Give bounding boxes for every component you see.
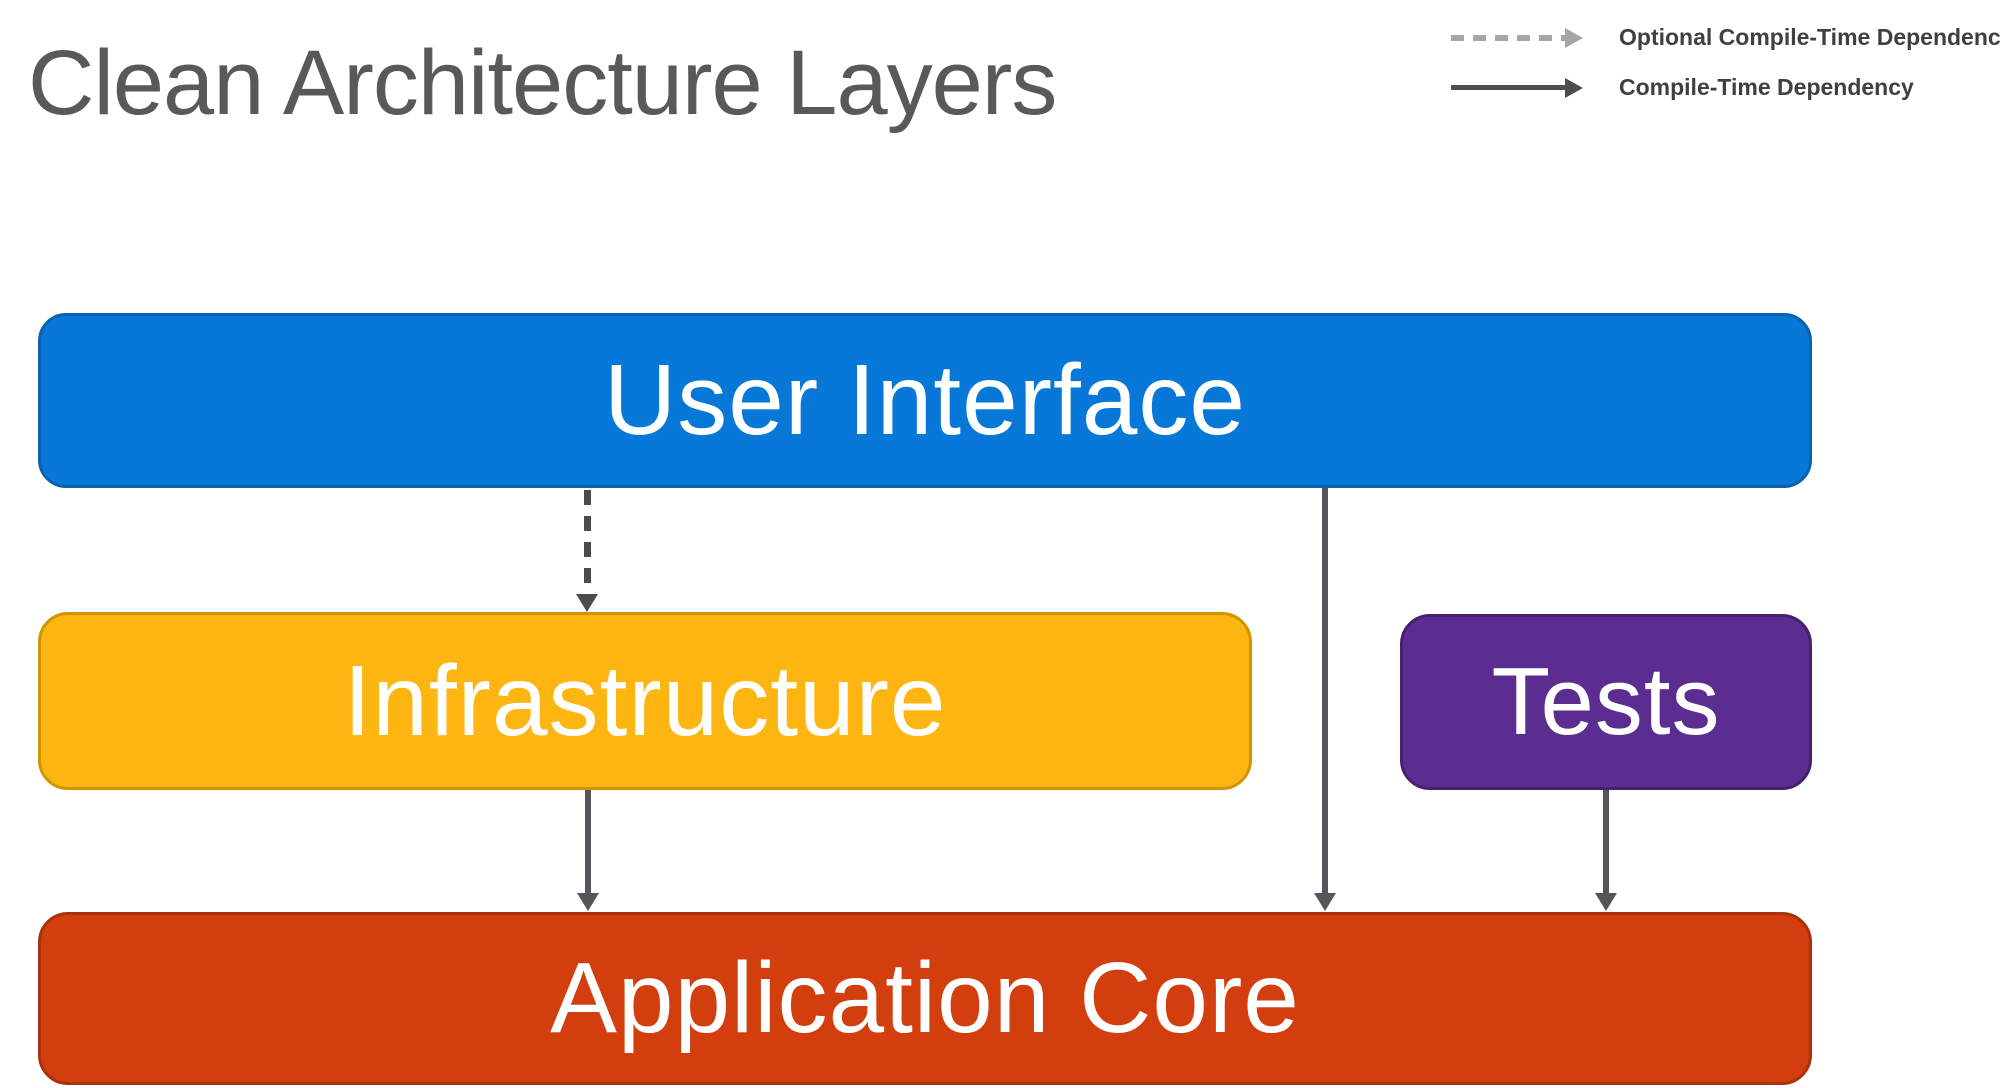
layer-box-user-interface: User Interface (38, 313, 1812, 488)
arrow-ui-to-application-core (1314, 488, 1336, 911)
arrow-head (1565, 77, 1583, 98)
layer-label-user-interface: User Interface (603, 344, 1247, 456)
legend-item-compile-time-dependency: Compile-Time Dependency (1451, 74, 1914, 101)
arrow-tests-to-application-core (1595, 790, 1617, 911)
arrow-head (1565, 27, 1583, 48)
layer-label-infrastructure: Infrastructure (343, 644, 947, 757)
dashed-arrow-icon (1451, 27, 1583, 48)
solid-arrow-icon (1451, 77, 1583, 98)
arrow-head (577, 893, 599, 911)
arrow-head (1595, 893, 1617, 911)
layer-label-tests: Tests (1491, 648, 1721, 755)
legend-item-optional-dependency: Optional Compile-Time Dependency (1451, 24, 2000, 51)
page-title: Clean Architecture Layers (28, 32, 1057, 134)
arrow-shaft (585, 790, 591, 893)
arrow-shaft (1322, 488, 1328, 893)
layer-box-tests: Tests (1400, 614, 1812, 790)
legend-label-optional: Optional Compile-Time Dependency (1619, 24, 2000, 50)
arrow-head (1314, 893, 1336, 911)
arrow-ui-to-infrastructure (576, 490, 598, 612)
arrow-shaft (1451, 34, 1565, 41)
arrow-shaft (1451, 85, 1565, 90)
layer-label-application-core: Application Core (550, 942, 1300, 1054)
layer-box-infrastructure: Infrastructure (38, 612, 1252, 790)
arrow-shaft (1603, 790, 1609, 893)
layer-box-application-core: Application Core (38, 912, 1812, 1085)
arrow-shaft (583, 490, 591, 594)
legend-label-compile-time: Compile-Time Dependency (1619, 74, 1914, 100)
arrow-head (576, 594, 598, 612)
arrow-infrastructure-to-application-core (577, 790, 599, 911)
